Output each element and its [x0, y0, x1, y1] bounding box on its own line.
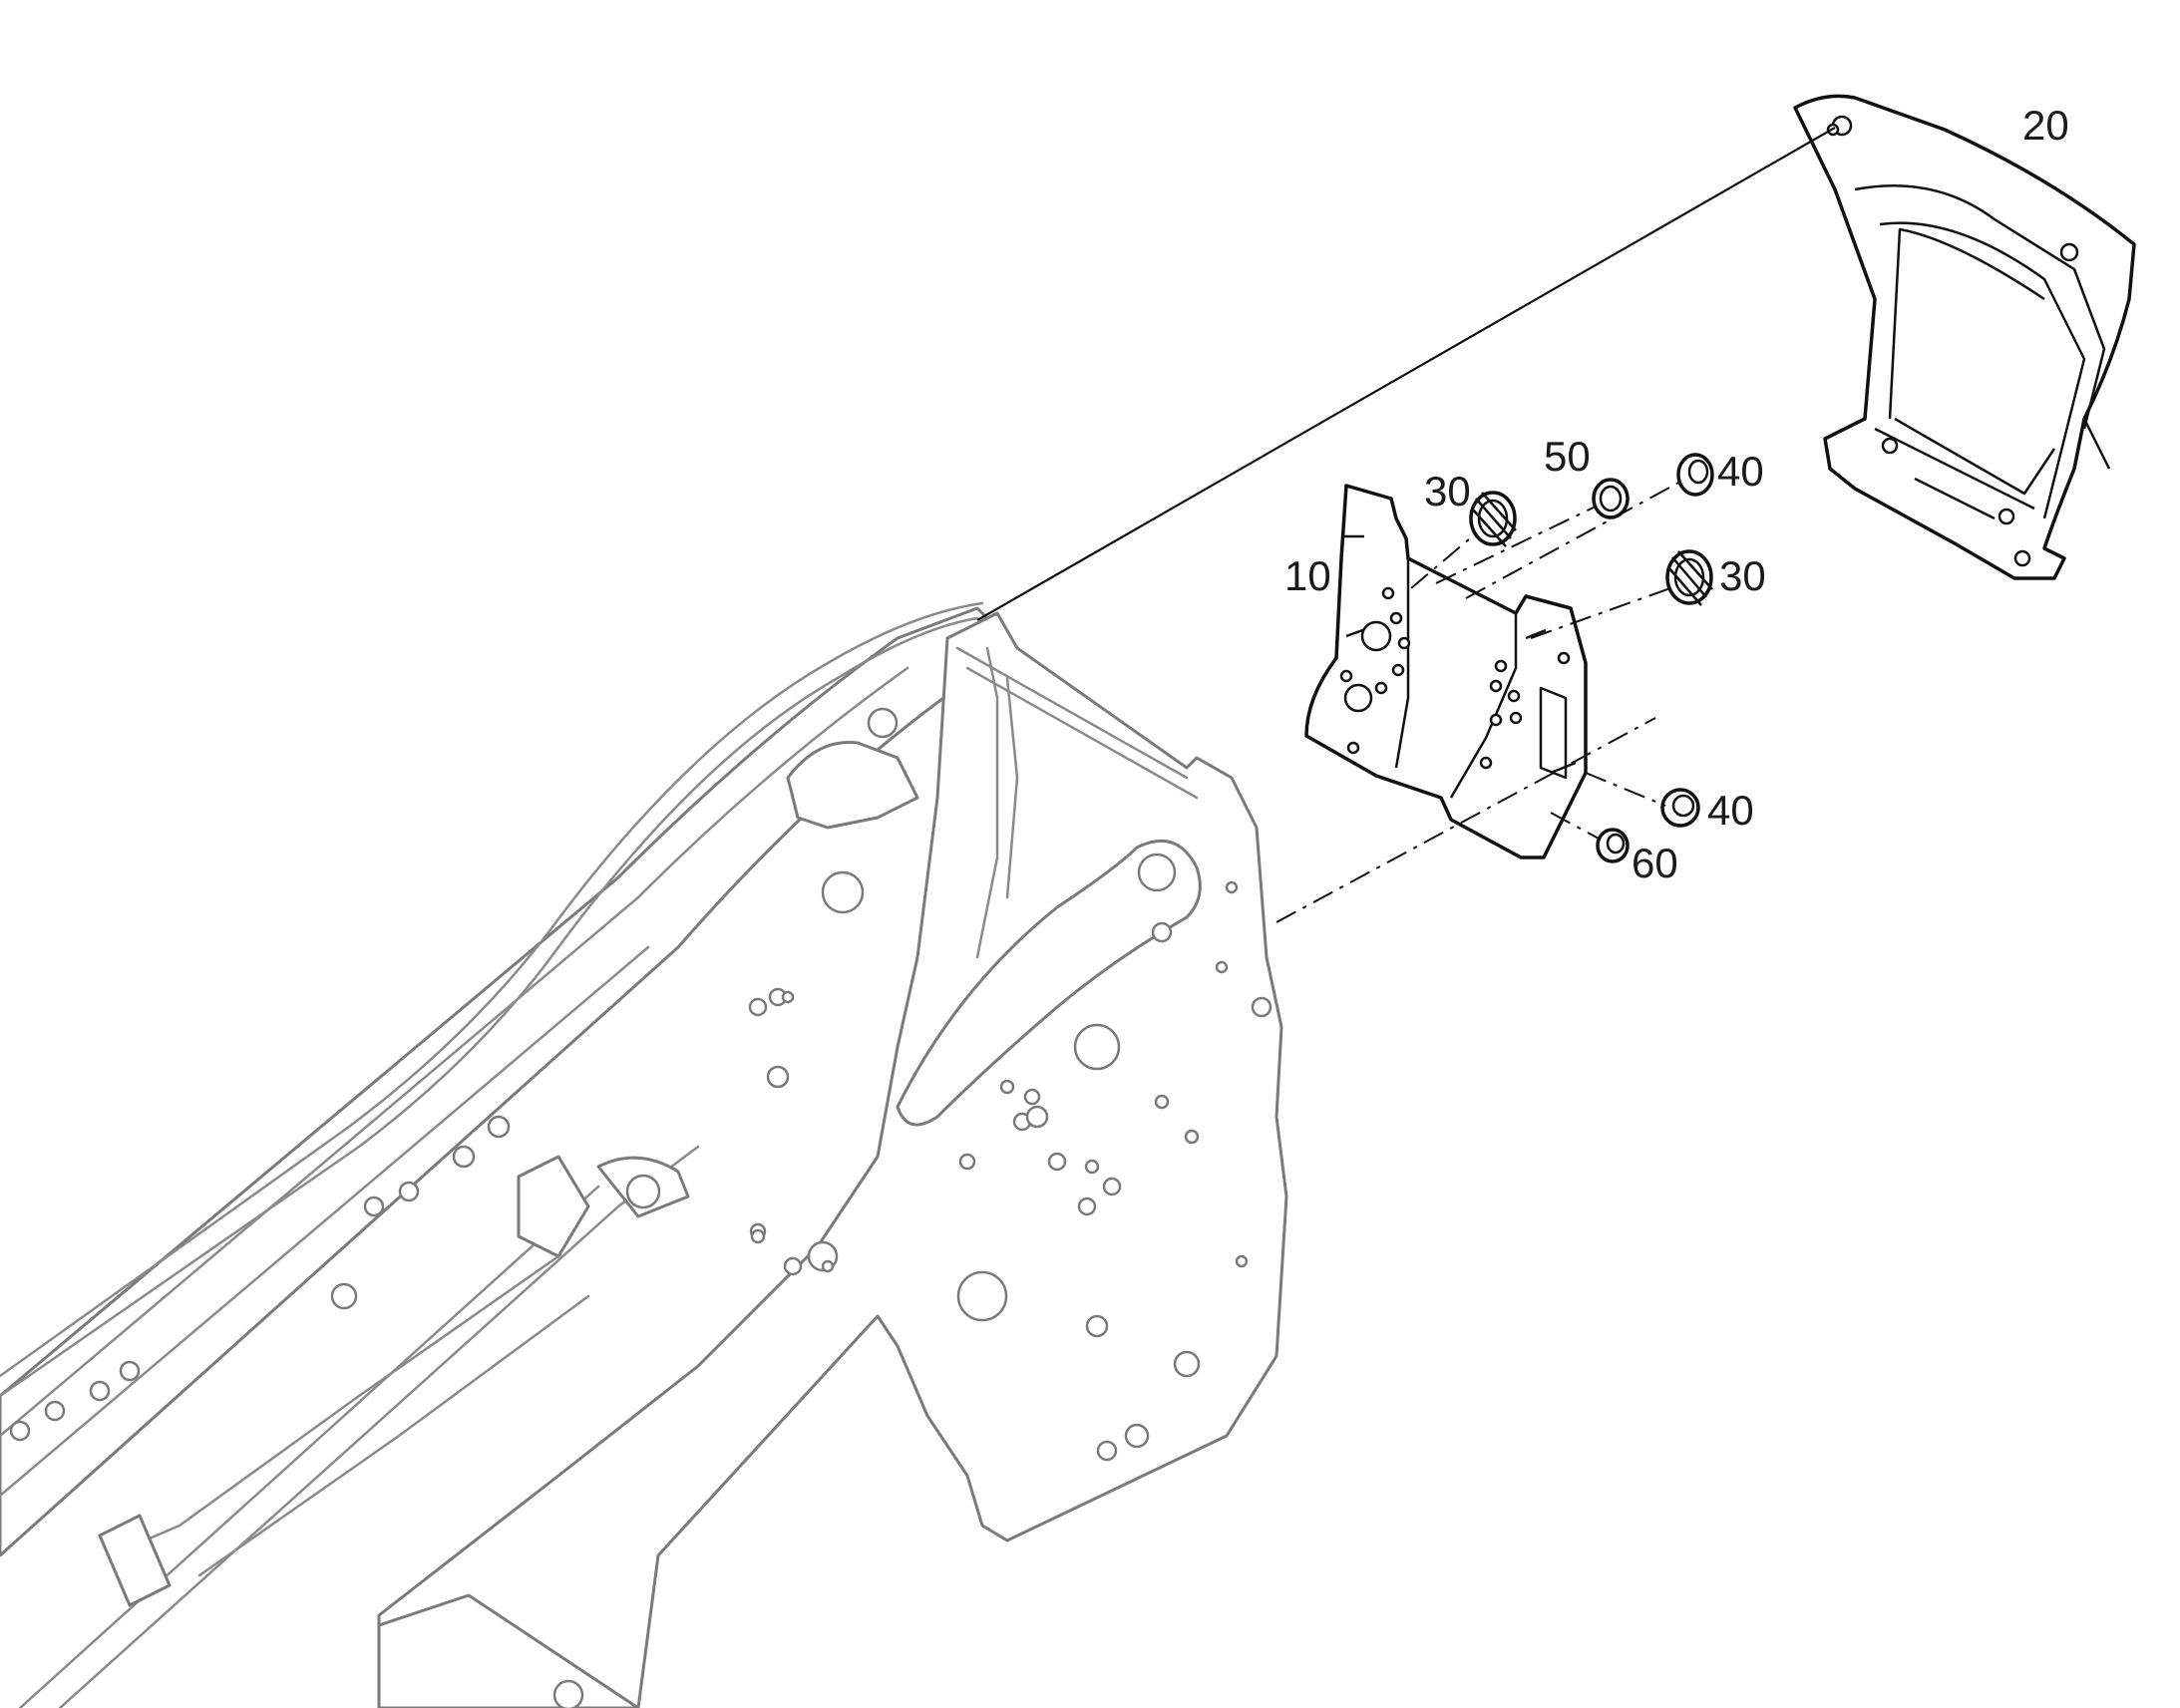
part-30-bushing-lower — [1665, 549, 1713, 606]
callout-60: 60 — [1632, 840, 1678, 886]
part-40-plug-lower — [1660, 788, 1700, 828]
assembly-lines — [976, 127, 1836, 923]
part-20-cover — [1793, 94, 2136, 580]
part-60-washer — [1596, 828, 1630, 863]
callout-40-upper: 40 — [1717, 448, 1764, 495]
callout-labels: 20 30 50 40 10 30 40 60 — [1284, 102, 2069, 886]
part-40-plug-upper — [1676, 453, 1714, 497]
part-10-bracket-plate — [1304, 484, 1588, 859]
machine-frame — [0, 601, 1288, 1708]
part-30-bushing-upper — [1469, 491, 1517, 547]
callout-40-lower: 40 — [1707, 787, 1754, 834]
callout-20: 20 — [2022, 102, 2069, 149]
callout-30-upper: 30 — [1424, 468, 1471, 514]
callout-30-lower: 30 — [1719, 552, 1766, 599]
callout-50: 50 — [1544, 433, 1591, 480]
part-50-ring — [1592, 478, 1630, 519]
callout-10: 10 — [1284, 552, 1331, 599]
